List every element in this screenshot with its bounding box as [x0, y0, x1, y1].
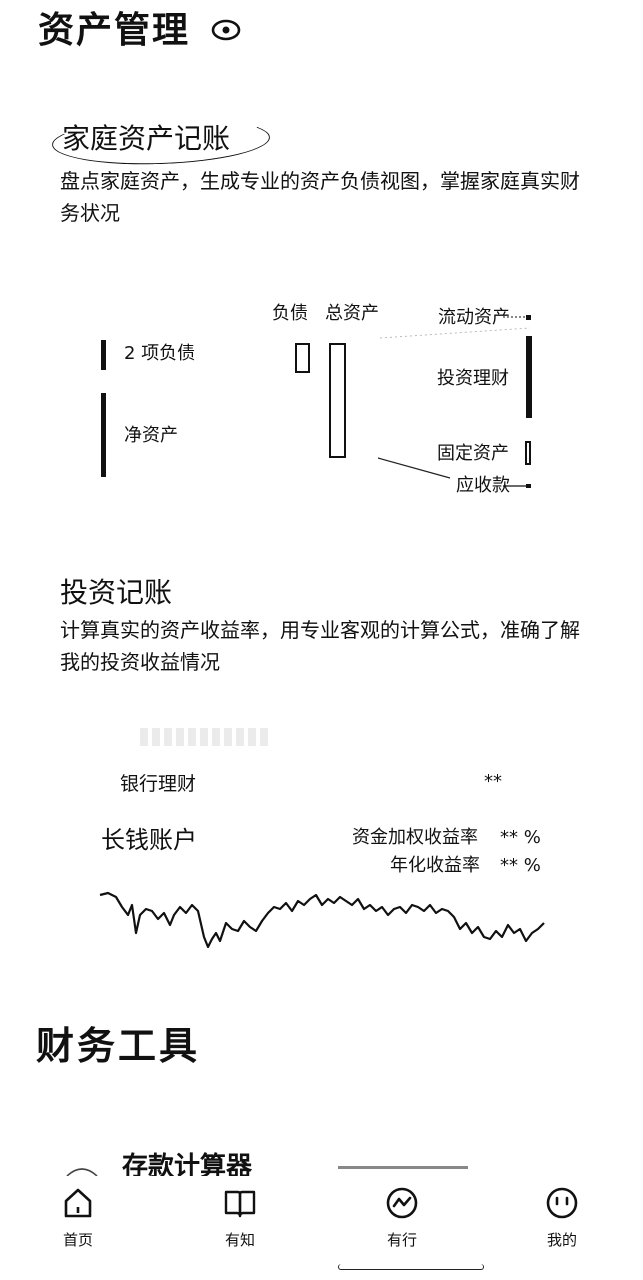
annualized-return-value: ** %	[500, 855, 541, 876]
fixed-assets-label: 固定资产	[437, 443, 509, 464]
smile-icon	[546, 1187, 578, 1219]
bank-finance-label: 银行理财	[120, 773, 197, 795]
receivables-marker	[526, 484, 531, 488]
liabilities-bar	[295, 343, 310, 373]
liquid-assets-marker	[526, 315, 531, 320]
money-weighted-return-value: ** %	[500, 827, 541, 848]
total-assets-bar	[329, 343, 346, 458]
fixed-assets-marker	[525, 441, 531, 465]
return-trend-sparkline	[99, 891, 545, 949]
tab-knowledge[interactable]: 有知	[200, 1186, 280, 1266]
family-section-title[interactable]: 家庭资产记账	[62, 122, 231, 155]
investment-label: 投资理财	[437, 368, 509, 389]
liabilities-marker	[101, 340, 106, 370]
trend-icon	[386, 1187, 418, 1219]
calculator-icon	[66, 1168, 98, 1176]
book-icon	[224, 1190, 256, 1218]
family-section-desc: 盘点家庭资产，生成专业的资产负债视图，掌握家庭真实财务状况	[60, 169, 580, 225]
net-assets-marker	[101, 393, 106, 477]
eye-icon[interactable]	[211, 18, 241, 42]
net-assets-label: 净资产	[124, 425, 178, 446]
home-icon	[64, 1188, 92, 1218]
money-weighted-return-label: 资金加权收益率	[352, 827, 478, 848]
bank-finance-value: **	[484, 771, 502, 792]
liabilities-column-label: 负债	[272, 303, 308, 324]
tab-home[interactable]: 首页	[38, 1186, 118, 1266]
total-assets-column-label: 总资产	[325, 303, 379, 324]
tab-action[interactable]: 有行	[362, 1186, 442, 1266]
tab-home-label: 首页	[62, 1231, 93, 1249]
tab-knowledge-label: 有知	[224, 1231, 255, 1249]
scroll-hint-line	[338, 1166, 468, 1169]
home-indicator	[338, 1264, 484, 1270]
long-money-account-label: 长钱账户	[101, 826, 197, 854]
tab-action-label: 有行	[386, 1231, 417, 1249]
tab-mine-label: 我的	[546, 1231, 577, 1249]
receivables-label: 应收款	[456, 475, 510, 496]
liabilities-count-label: 2 项负债	[124, 343, 196, 364]
invest-section-title[interactable]: 投资记账	[60, 576, 173, 609]
invest-section-desc: 计算真实的资产收益率，用专业客观的计算公式，准确了解我的投资收益情况	[60, 618, 580, 674]
tools-section-title: 财务工具	[36, 1024, 201, 1068]
annualized-return-label: 年化收益率	[390, 855, 480, 876]
faded-row	[140, 728, 272, 746]
liquid-assets-label: 流动资产	[438, 307, 510, 328]
bottom-tab-bar: 首页 有知 有行 我的	[0, 1176, 643, 1280]
page-title: 资产管理	[38, 10, 191, 51]
connector-lines	[377, 316, 531, 487]
tab-mine[interactable]: 我的	[522, 1186, 602, 1266]
investment-marker	[526, 336, 532, 418]
